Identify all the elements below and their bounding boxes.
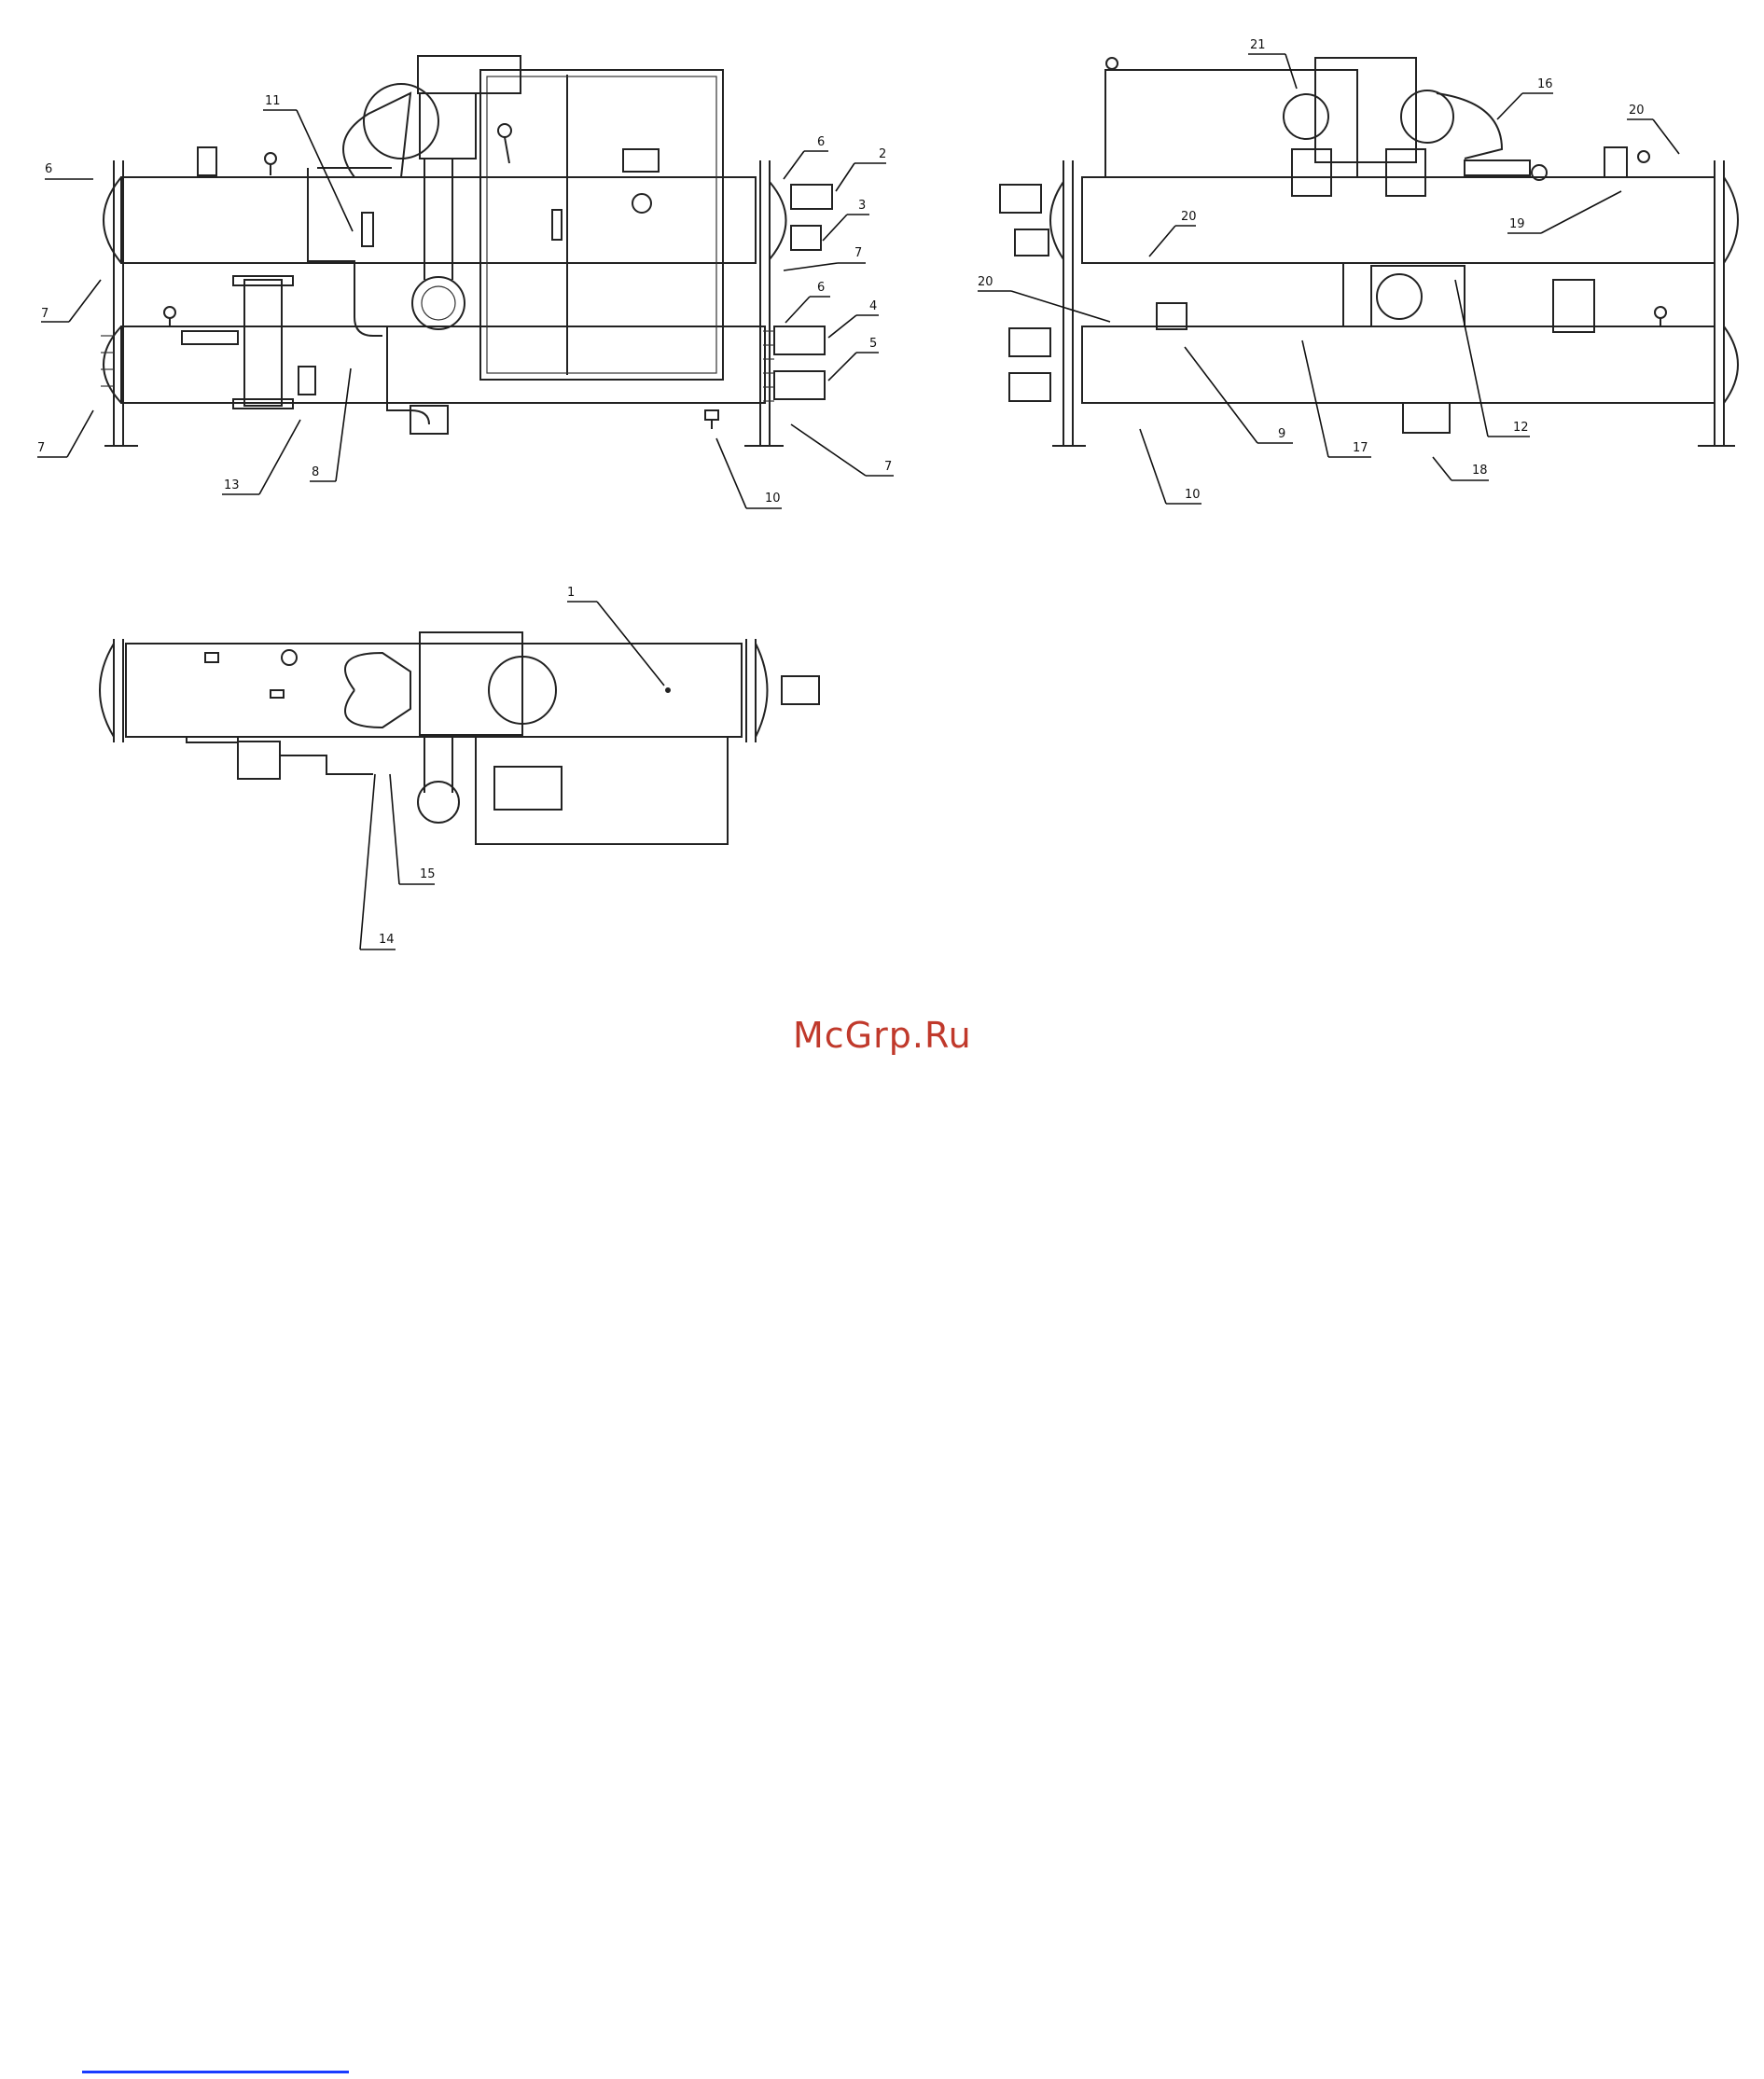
callout-7-left-upper: 7 [41, 280, 101, 322]
svg-text:4: 4 [869, 299, 877, 313]
svg-text:7: 7 [854, 246, 862, 260]
svg-text:6: 6 [817, 281, 825, 295]
svg-text:9: 9 [1278, 427, 1285, 441]
rear-compressor [1315, 58, 1416, 162]
svg-text:7: 7 [884, 460, 892, 474]
evaporator-shell [121, 326, 765, 403]
svg-text:17: 17 [1353, 441, 1368, 455]
svg-text:6: 6 [817, 135, 825, 149]
callout-20-left: 20 [978, 275, 1110, 322]
callout-12: 12 [1455, 280, 1530, 437]
left-head-upper [104, 177, 121, 263]
callout-17: 17 [1302, 340, 1371, 457]
control-cabinet [480, 70, 723, 380]
svg-text:16: 16 [1537, 77, 1553, 91]
callout-7-right-bottom: 7 [791, 424, 894, 476]
svg-text:10: 10 [765, 492, 781, 506]
callout-3: 3 [823, 199, 869, 241]
condenser-shell [121, 177, 756, 263]
svg-text:20: 20 [1181, 210, 1197, 224]
svg-text:5: 5 [869, 337, 877, 351]
svg-text:14: 14 [379, 933, 395, 947]
callout-20-upper-left: 20 [1149, 210, 1197, 256]
callout-1: 1 [567, 586, 664, 686]
rear-view-callouts: 21 16 20 20 19 20 9 [978, 38, 1679, 504]
svg-text:7: 7 [41, 307, 49, 321]
svg-text:13: 13 [224, 478, 240, 492]
callout-13: 13 [222, 420, 300, 494]
svg-text:1: 1 [567, 586, 575, 600]
callout-19: 19 [1507, 191, 1621, 233]
footer-link-bar[interactable] [82, 2071, 349, 2073]
rear-lower-shell [1082, 326, 1715, 403]
callout-7-left-lower: 7 [37, 410, 93, 457]
callout-14: 14 [360, 774, 396, 949]
svg-text:3: 3 [858, 199, 866, 213]
callout-10-front: 10 [716, 438, 782, 508]
svg-text:7: 7 [37, 441, 45, 455]
svg-text:18: 18 [1472, 464, 1488, 478]
left-head-lower [104, 326, 121, 403]
callout-6-left: 6 [45, 162, 93, 179]
svg-text:20: 20 [1629, 104, 1645, 118]
svg-text:21: 21 [1250, 38, 1266, 52]
svg-text:11: 11 [265, 94, 281, 108]
callout-15: 15 [390, 774, 436, 884]
callout-6-right-lower: 6 [785, 281, 830, 323]
rear-upper-shell [1082, 177, 1715, 263]
callout-18: 18 [1433, 457, 1489, 480]
svg-text:19: 19 [1509, 217, 1525, 231]
rear-view [1000, 58, 1738, 446]
front-view [101, 56, 832, 446]
callout-5: 5 [828, 337, 879, 381]
callout-4: 4 [828, 299, 879, 338]
top-view [100, 632, 819, 844]
svg-text:8: 8 [312, 465, 319, 479]
callout-10-rear: 10 [1140, 429, 1201, 504]
compressor [418, 56, 521, 93]
callout-6-right-upper: 6 [784, 135, 828, 179]
svg-text:12: 12 [1513, 421, 1529, 435]
svg-text:10: 10 [1185, 488, 1201, 502]
callout-21: 21 [1248, 38, 1297, 89]
svg-text:6: 6 [45, 162, 52, 176]
svg-text:15: 15 [420, 867, 436, 881]
callout-9: 9 [1185, 347, 1293, 443]
callout-2: 2 [836, 147, 886, 191]
callout-20-top-right: 20 [1627, 104, 1679, 154]
svg-text:20: 20 [978, 275, 993, 289]
svg-text:2: 2 [879, 147, 886, 161]
watermark: McGrp.Ru [793, 1015, 972, 1056]
callout-16: 16 [1497, 77, 1553, 119]
